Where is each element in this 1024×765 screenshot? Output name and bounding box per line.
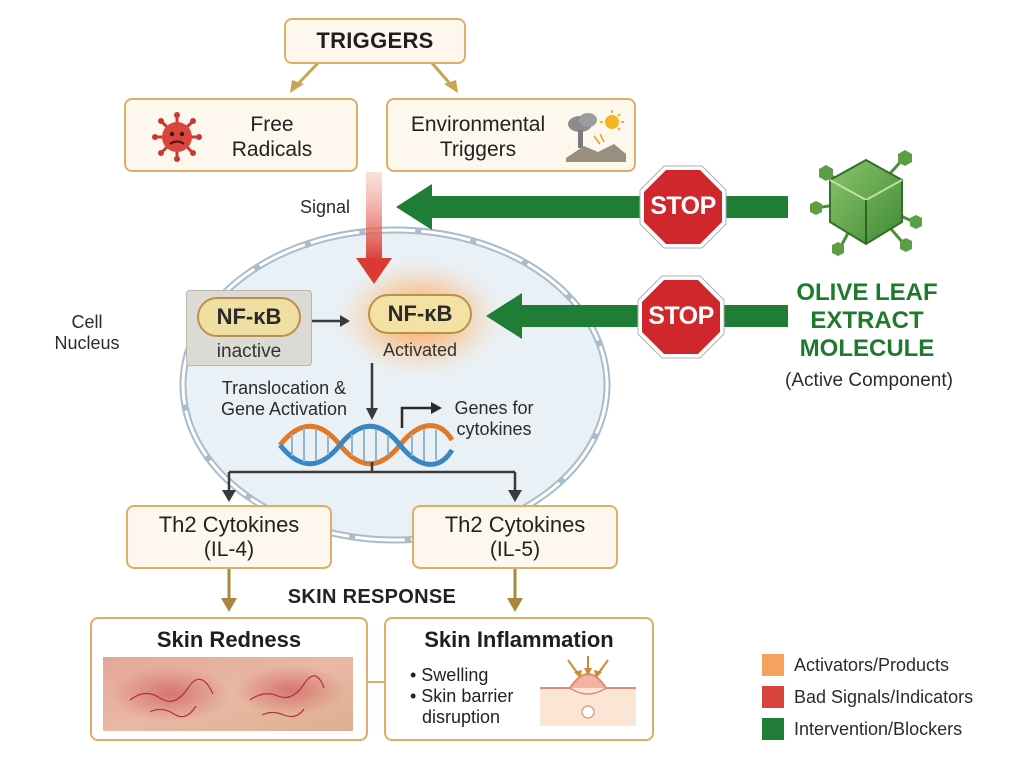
nfkb-active-pill: NF-κB: [368, 294, 472, 334]
legend-item-activators: Activators/Products: [762, 654, 949, 676]
skin-inflammation-title: Skin Inflammation: [424, 627, 614, 652]
stop-sign-text-top: STOP: [650, 192, 716, 220]
cytokine-il5-subtitle: (IL-5): [489, 538, 541, 561]
triggers-title: TRIGGERS: [316, 28, 434, 53]
nfkb-active-state: Activated: [382, 340, 458, 360]
skin-response-heading: SKIN RESPONSE: [287, 586, 457, 608]
olive-leaf-title: OLIVE LEAF EXTRACT MOLECULE: [796, 279, 938, 362]
signal-label: Signal: [299, 197, 351, 217]
nfkb-inactive-state: inactive: [216, 341, 282, 362]
genes-arrow: [400, 402, 442, 428]
virus-icon: [152, 112, 202, 162]
dna-helix-icon: [278, 423, 455, 467]
skin-inflammation-bullets: • Swelling • Skin barrier disruption: [410, 665, 514, 727]
legend-item-bad-signals: Bad Signals/Indicators: [762, 686, 973, 708]
signal-arrow: [356, 172, 392, 284]
nfkb-inactive-pill: NF-κB: [197, 297, 301, 337]
translocation-arrow: [366, 363, 378, 420]
stop-sign-icon-bottom: [637, 275, 725, 359]
pollution-sun-icon: [566, 110, 626, 162]
nfkb-active-panel: NF-κB Activated: [358, 294, 482, 368]
genes-label: Genes for cytokines: [454, 398, 534, 439]
cytokine-il5-box: Th2 Cytokines (IL-5): [412, 505, 618, 569]
cytokine-il4-box: Th2 Cytokines (IL-4): [126, 505, 332, 569]
stop-sign-icon-top: [639, 165, 727, 249]
skin-inflammation-icon: [540, 656, 636, 726]
environmental-triggers-box: Environmental Triggers: [386, 98, 636, 172]
cytokine-il5-title: Th2 Cytokines: [444, 512, 586, 537]
legend-item-intervention: Intervention/Blockers: [762, 718, 962, 740]
free-radicals-label: Free Radicals: [231, 113, 313, 161]
legend-swatch-intervention: [762, 718, 784, 740]
trigger-arrows: [294, 61, 454, 88]
activation-arrow: [312, 315, 350, 327]
cytokine-il4-subtitle: (IL-4): [203, 538, 255, 561]
skin-inflammation-box: Skin Inflammation • Swelling • Skin barr…: [384, 617, 654, 741]
skin-redness-title: Skin Redness: [156, 627, 302, 652]
blocker-arrow-top: [396, 184, 788, 230]
cytokine-branch-arrows: [227, 462, 517, 492]
triggers-box: TRIGGERS: [284, 18, 466, 64]
cytokine-il4-title: Th2 Cytokines: [158, 512, 300, 537]
stop-sign-text-bottom: STOP: [648, 302, 714, 330]
cell-nucleus-label: Cell Nucleus: [54, 312, 120, 353]
olive-molecule-icon: [810, 150, 922, 256]
skin-redness-box: Skin Redness: [90, 617, 368, 741]
free-radicals-box: Free Radicals: [124, 98, 358, 172]
legend-swatch-bad-signals: [762, 686, 784, 708]
legend-swatch-activators: [762, 654, 784, 676]
translocation-label: Translocation & Gene Activation: [220, 378, 348, 419]
nfkb-inactive-panel: NF-κB inactive: [186, 290, 312, 366]
olive-leaf-subtitle: (Active Component): [785, 370, 953, 391]
skin-arrows: [227, 568, 517, 600]
environmental-triggers-label: Environmental Triggers: [410, 113, 546, 161]
skin-redness-image: [103, 657, 353, 731]
